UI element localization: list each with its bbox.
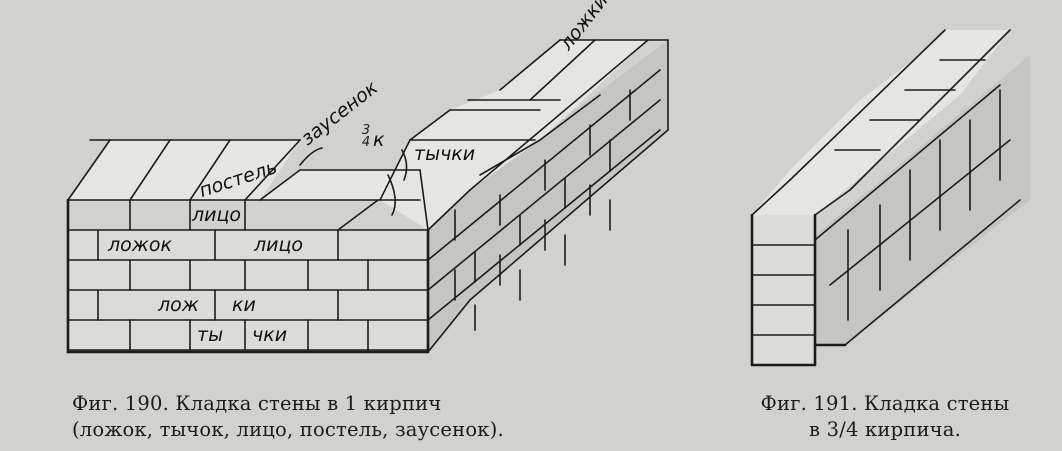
top-bed-mid xyxy=(260,170,420,200)
label-ki: ки xyxy=(232,294,256,316)
label-tychki: тычки xyxy=(414,143,476,165)
caption-190-line1: Фиг. 190. Кладка стены в 1 кирпич xyxy=(72,392,442,415)
caption-191-line2: в 3/4 кирпича. xyxy=(809,418,961,441)
label-ty: ты xyxy=(197,324,224,346)
label-three-quarter-den: 4 xyxy=(361,135,371,150)
caption-figure-190: Фиг. 190. Кладка стены в 1 кирпич (ложок… xyxy=(72,391,672,443)
top-bed-corner xyxy=(380,40,648,230)
front-joints xyxy=(67,199,429,351)
label-litso-small: лицо xyxy=(192,204,242,226)
side-face xyxy=(428,40,668,352)
label-chki: чки xyxy=(252,324,288,346)
top-bed xyxy=(68,140,300,200)
caption-figure-191: Фиг. 191. Кладка стены в 3/4 кирпича. xyxy=(720,391,1050,443)
top-bed-lines xyxy=(67,39,649,231)
label-lozh: лож xyxy=(158,294,199,316)
label-litso: лицо xyxy=(254,234,304,256)
label-lozhok: ложок xyxy=(108,234,172,256)
label-three-quarter-num: 3 xyxy=(361,123,371,138)
label-pointers xyxy=(299,147,408,216)
side-joints xyxy=(427,39,669,353)
outline xyxy=(66,198,430,354)
label-three-quarter-unit: к xyxy=(373,129,385,151)
caption-190-line2: (ложок, тычок, лицо, постель, заусенок). xyxy=(72,418,504,441)
caption-191-line1: Фиг. 191. Кладка стены xyxy=(760,392,1010,415)
